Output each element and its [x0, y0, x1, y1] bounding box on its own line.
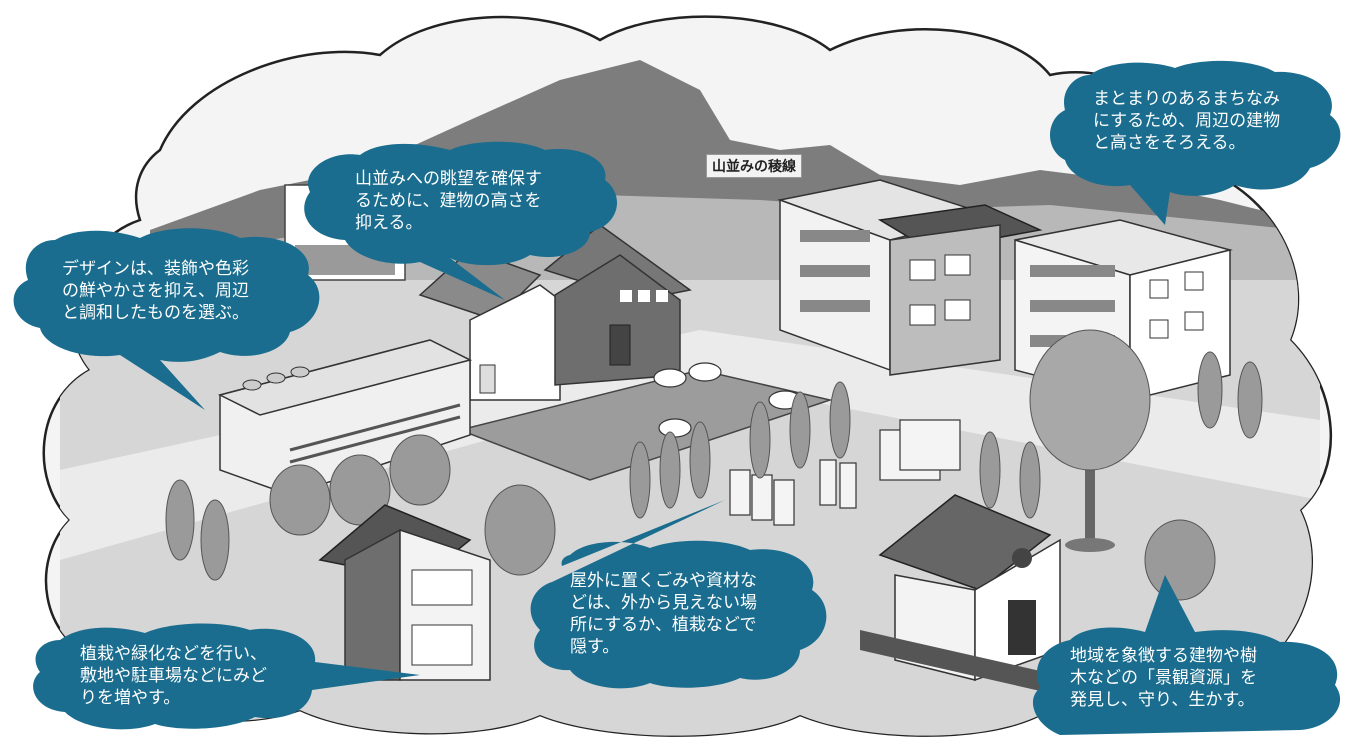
large-tree: [1029, 329, 1151, 552]
bubble-mountain-view: [304, 141, 617, 300]
ridge-label: 山並みの稜線: [706, 154, 802, 178]
stored-materials: [729, 419, 961, 526]
tree-row: [165, 351, 1263, 601]
bubble-text-design: デザインは、装飾や色彩 の鮮やかさを抑え、周辺 と調和したものを選ぶ。: [62, 259, 249, 323]
bubble-landscape-resource: [1032, 575, 1341, 735]
bubble-text-landscape-resource: 地域を象徴する建物や樹 木などの「景観資源」を 発見し、守り、生かす。: [1070, 646, 1257, 710]
bubble-greening: [33, 623, 421, 730]
bubble-text-greening: 植栽や緑化などを行い、 敷地や駐車場などにみど りを増やす。: [80, 644, 267, 708]
bubble-text-mountain-view: 山並みへの眺望を確保す るために、建物の高さを 抑える。: [355, 169, 542, 233]
house-bottom-left: [318, 504, 491, 681]
bubble-design: [13, 228, 320, 410]
road-band: [60, 330, 1320, 560]
parking-lot: [457, 369, 833, 481]
bubble-text-townscape: まとまりのあるまちなみ にするため、周辺の建物 と高さをそろえる。: [1093, 89, 1281, 153]
apartment-building-center: [877, 204, 1043, 376]
factory-building: [217, 339, 473, 496]
bubble-text-outdoor-storage: 屋外に置くごみや資材な どは、外から見えない場 所にするか、植栽などで 隠す。: [570, 571, 757, 657]
traditional-house: [860, 494, 1080, 700]
bubble-townscape: [1050, 60, 1341, 225]
bubble-outdoor-storage: [530, 500, 827, 689]
